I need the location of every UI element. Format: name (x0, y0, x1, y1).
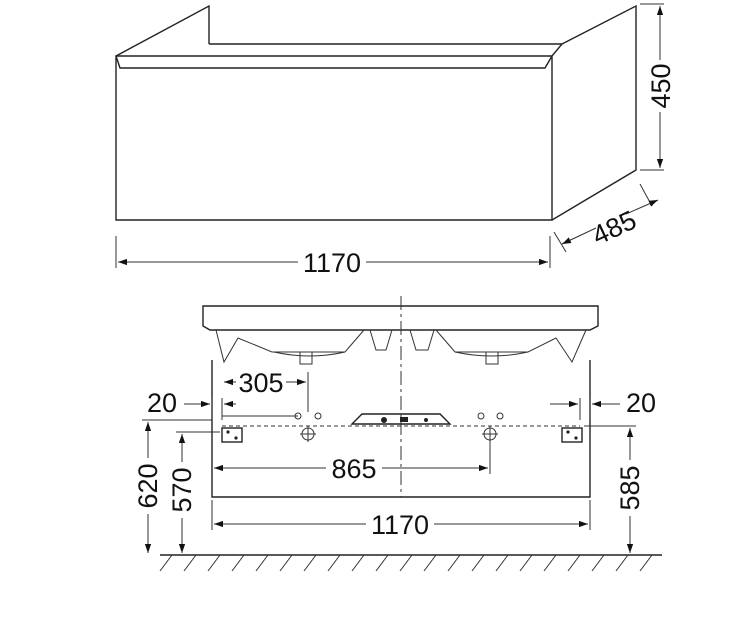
dimension-tap-spacing: 865 (214, 442, 491, 484)
height-620-label: 620 (133, 463, 163, 508)
right-basin-bowl (435, 329, 587, 364)
height-450-label: 450 (646, 63, 676, 108)
height-570-label: 570 (167, 467, 197, 512)
dimension-height-570: 570 (167, 431, 220, 553)
height-585-label: 585 (615, 465, 645, 510)
vanity-front-view (159, 296, 662, 572)
left-drain (299, 352, 313, 365)
right-supply-point-a (477, 412, 485, 420)
dimension-depth-485: 485 (553, 183, 659, 253)
depth-485-label: 485 (587, 205, 641, 251)
cabinet-left-top (115, 4, 210, 57)
tap-offset-label: 305 (238, 368, 283, 398)
countertop (202, 305, 599, 331)
center-divider (369, 329, 393, 351)
right-drain (485, 352, 499, 365)
dimension-height-620: 620 (133, 419, 212, 553)
floor-hatching (159, 554, 653, 572)
drawer-top-edge (115, 55, 553, 69)
dimension-width-bottom: 1170 (211, 500, 591, 540)
dimension-tap-offset: 305 (222, 368, 309, 417)
left-supply-point-b (314, 412, 322, 420)
offset-right-label: 20 (626, 388, 656, 418)
tap-spacing-label: 865 (331, 454, 376, 484)
dimension-height-450: 450 (640, 3, 676, 171)
dimension-height-585: 585 (584, 425, 645, 553)
dimension-offset-left: 20 (147, 388, 236, 420)
cabinet-back-edge (209, 43, 564, 57)
left-bracket (221, 427, 243, 443)
width-bottom-label: 1170 (371, 510, 429, 540)
offset-left-label: 20 (147, 388, 177, 418)
drain-connector (350, 413, 452, 425)
left-basin-bowl (215, 329, 365, 364)
dimension-width-top: 1170 (115, 236, 551, 278)
width-top-label: 1170 (303, 248, 361, 278)
cabinet-side-face (551, 4, 637, 221)
right-bracket (561, 427, 583, 443)
cabinet-front-face (115, 55, 553, 221)
cabinet-isometric (115, 4, 637, 221)
dimension-offset-right: 20 (550, 388, 656, 420)
right-supply-point-b (496, 412, 504, 420)
